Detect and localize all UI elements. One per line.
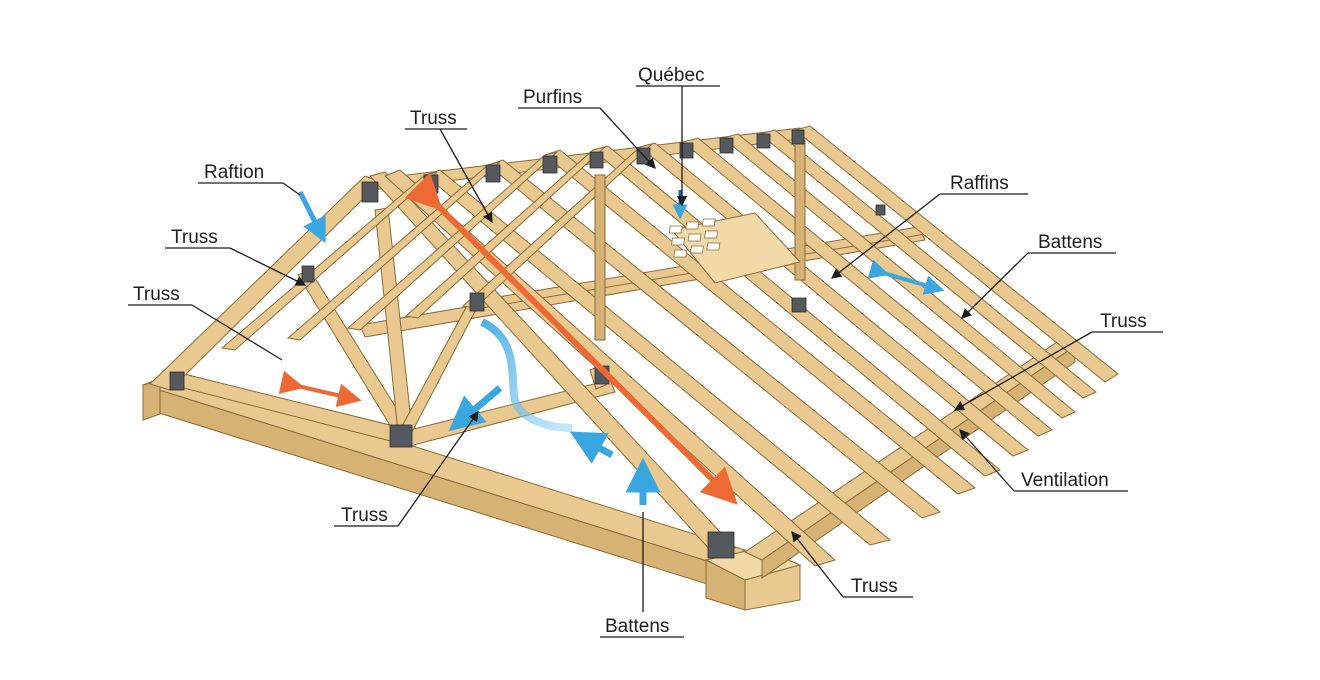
rafter bbox=[793, 125, 1119, 383]
gusset-plate bbox=[423, 174, 439, 194]
gusset-plate bbox=[756, 133, 771, 149]
label-purfins: Purfins bbox=[523, 87, 582, 108]
leader-truss-right bbox=[953, 331, 1093, 411]
airflow-arrows bbox=[278, 172, 945, 505]
air-flow-curve bbox=[480, 318, 573, 432]
air-flow-arrow bbox=[297, 190, 326, 244]
leader-truss-top bbox=[439, 128, 493, 224]
callout-labels: Québec Purfins Truss Raftion Raffins Tru… bbox=[128, 65, 1163, 638]
gusset-plate bbox=[169, 371, 185, 391]
label-truss-bottom-right: Truss bbox=[851, 576, 898, 597]
leader-ventilation bbox=[959, 429, 1015, 492]
gusset-plate bbox=[485, 164, 501, 183]
gusset-plate bbox=[719, 137, 734, 154]
gusset-plate bbox=[791, 129, 805, 145]
label-truss-right: Truss bbox=[1100, 311, 1147, 332]
gusset-plate bbox=[791, 297, 807, 313]
gusset-plate bbox=[707, 531, 735, 559]
air-flow-arrow bbox=[569, 431, 614, 464]
label-truss-bottom-left: Truss bbox=[341, 505, 388, 526]
heat-flow-arrow bbox=[404, 172, 738, 505]
label-truss-left-1: Truss bbox=[171, 227, 218, 248]
leader-battens-right bbox=[961, 252, 1029, 319]
label-truss-top: Truss bbox=[410, 108, 457, 129]
heat-flow-arrow-small bbox=[278, 370, 362, 408]
gusset-plate bbox=[875, 204, 886, 216]
corner-post-right-side bbox=[744, 564, 801, 611]
gusset-plate bbox=[469, 292, 485, 312]
label-battens-right: Battens bbox=[1038, 232, 1102, 253]
gusset-plate bbox=[679, 142, 694, 159]
air-flow-arrow bbox=[448, 385, 503, 432]
gusset-plate bbox=[542, 155, 558, 174]
leader-truss-left-1 bbox=[229, 247, 307, 286]
front-wall-plate-side bbox=[142, 384, 721, 589]
gusset-plate bbox=[301, 265, 315, 283]
label-quebec: Québec bbox=[638, 65, 705, 86]
gusset-plate bbox=[389, 424, 413, 448]
front-truss-left-rafter bbox=[149, 175, 381, 391]
label-truss-left-2: Truss bbox=[133, 284, 180, 305]
gusset-plate bbox=[589, 151, 604, 169]
leader-raffins bbox=[830, 193, 941, 279]
rafter bbox=[681, 137, 1053, 437]
air-flow-arrow bbox=[867, 259, 945, 295]
leader-truss-left-2 bbox=[191, 304, 283, 361]
leader-truss-bottom-left bbox=[397, 410, 479, 527]
leader-truss-bottom-right bbox=[791, 530, 844, 598]
label-raffins: Raffins bbox=[950, 173, 1009, 194]
back-post bbox=[594, 174, 606, 341]
roof-structure bbox=[141, 125, 1119, 611]
gusset-plate bbox=[361, 181, 379, 203]
label-raftion: Raftion bbox=[204, 162, 264, 183]
label-ventilation: Ventilation bbox=[1021, 470, 1109, 491]
leader-purfins bbox=[599, 107, 656, 169]
label-battens-bottom: Battens bbox=[605, 616, 669, 637]
leader-raftion bbox=[282, 182, 301, 196]
